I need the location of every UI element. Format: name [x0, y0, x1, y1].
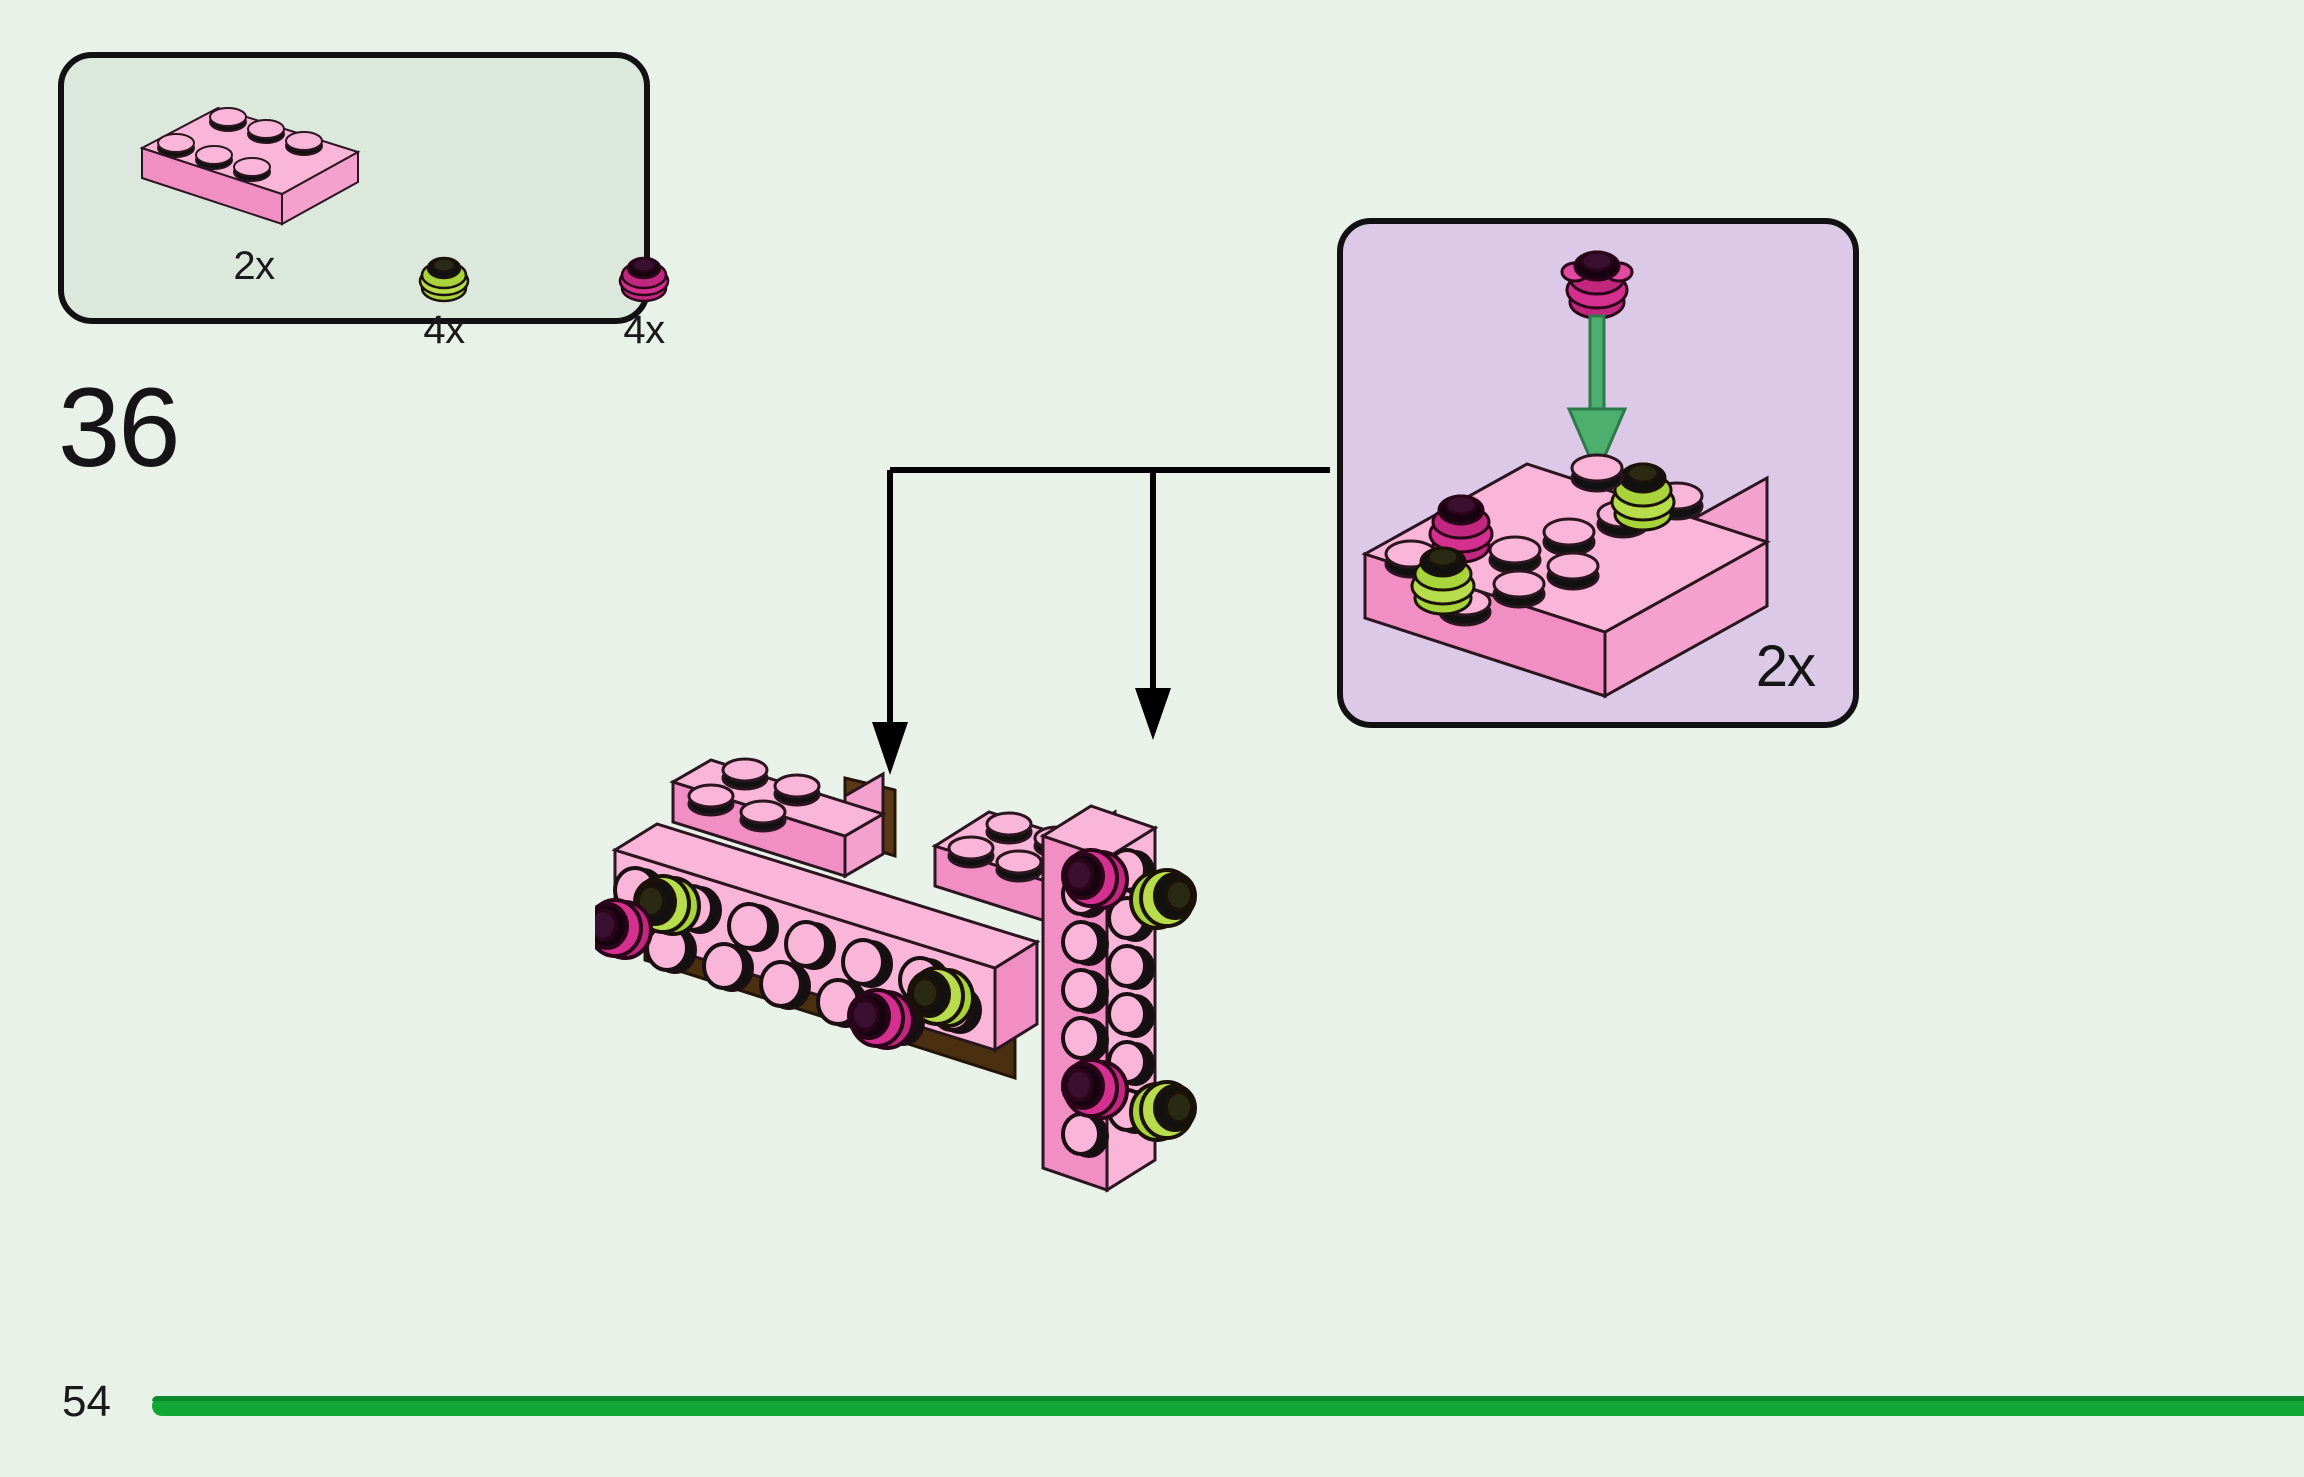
floating-magenta-plate	[1560, 250, 1634, 320]
callout-quantity-label: 2x	[1755, 634, 1816, 699]
magenta-plate-far-left	[595, 898, 653, 960]
long-brick-top	[611, 822, 1041, 970]
parts-list-item-magenta-plate: 4x	[584, 248, 704, 350]
lego-round-plate-magenta-icon	[618, 256, 670, 303]
assembly-arrow-green	[1566, 314, 1628, 478]
parts-list-item-brick: 2x	[104, 86, 404, 286]
parts-list-quantity: 4x	[623, 308, 665, 352]
lime-plate-right	[907, 966, 975, 1028]
progress-bar-fill	[152, 1396, 2304, 1416]
lego-brick-2x6-pink-icon	[139, 106, 361, 226]
step-number: 36	[58, 365, 181, 490]
sub-assembly-illustration	[1361, 250, 1771, 699]
parts-list-item-lime-plate: 4x	[384, 248, 504, 350]
page-number: 54	[62, 1377, 111, 1426]
lime-plate-vertical-top	[1129, 868, 1197, 930]
target-stud	[1570, 453, 1624, 493]
parts-list-quantity: 4x	[423, 308, 465, 352]
lego-round-plate-lime-icon	[418, 256, 470, 303]
lime-plate-front	[1410, 546, 1476, 616]
long-brick-side-studs	[613, 866, 982, 1046]
parts-list-box: 2x 4x	[58, 52, 670, 350]
sub-assembly-callout-box: 2x	[1337, 218, 1859, 728]
lime-plate-back	[1610, 462, 1676, 532]
progress-bar-track	[152, 1396, 2304, 1416]
lime-plate-vertical-bottom	[1129, 1080, 1197, 1142]
upper-brick-studs	[687, 757, 821, 833]
magenta-plate-vertical-top	[1061, 848, 1129, 910]
main-assembly-illustration	[595, 757, 1197, 1193]
magenta-plate-vertical-bottom	[1061, 1058, 1129, 1120]
magenta-plate-mid-right	[847, 988, 915, 1050]
parts-list-quantity: 2x	[233, 244, 275, 288]
upper-right-brick-studs	[947, 811, 1081, 883]
